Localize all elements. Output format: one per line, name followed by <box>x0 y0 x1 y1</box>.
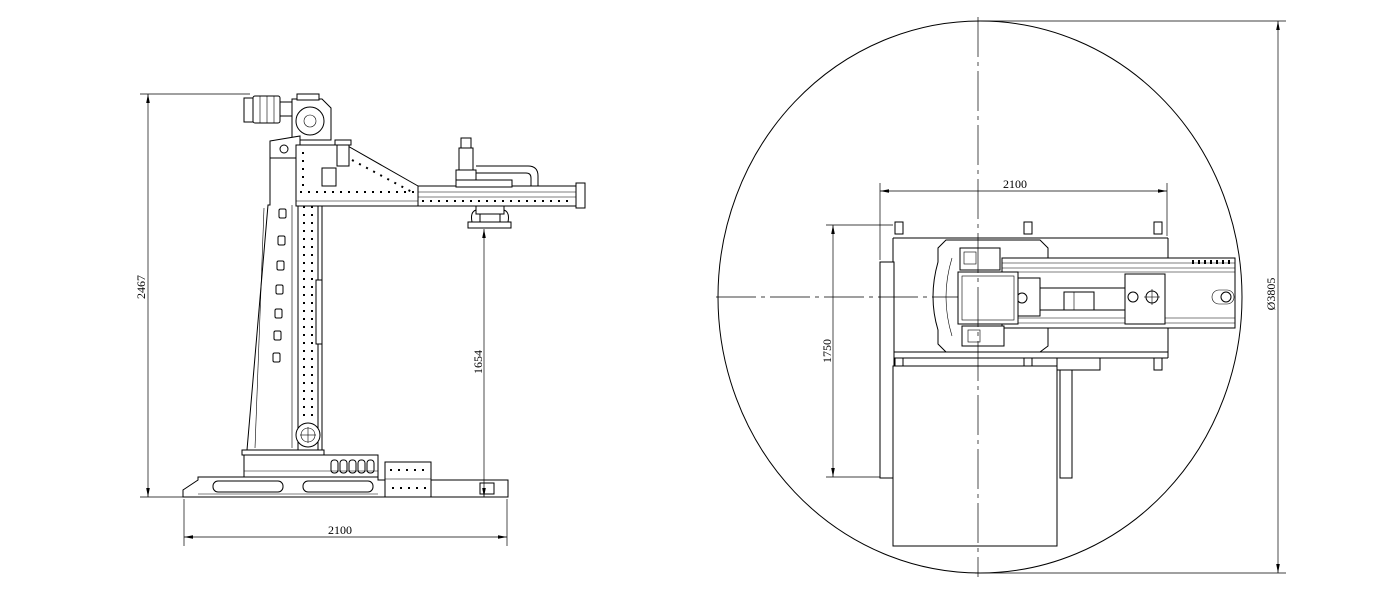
gripper-disc <box>467 221 512 229</box>
column-head-block <box>957 271 1019 325</box>
side-view: 2467 1654 2100 <box>134 93 586 546</box>
top-view-dimensions: 2100 1750 Ø3805 <box>820 20 1286 574</box>
arm-end-cap <box>575 182 586 209</box>
frame-side-bracket <box>1056 357 1101 371</box>
motor-end-flange <box>243 97 254 123</box>
column-head-inner <box>961 275 1015 321</box>
arm-end-pulley <box>1220 291 1232 303</box>
base-width-label: 2100 <box>328 523 352 537</box>
wrist-motor-base <box>455 169 477 182</box>
frame-tab <box>894 221 904 235</box>
column-hole <box>278 208 287 219</box>
top-view-rotation-motor <box>961 325 1005 347</box>
bracket-block <box>321 167 337 187</box>
vacuum-pipe-outer <box>476 165 539 186</box>
overall-height-label: 2467 <box>134 275 148 299</box>
wrist-motor-body <box>458 147 474 171</box>
column-hole <box>275 284 284 295</box>
base-anchor-block <box>479 482 495 495</box>
vacuum-pipe-inner <box>476 172 532 186</box>
top-view-centerlines <box>716 17 979 577</box>
turntable-top-plate <box>241 449 325 456</box>
turntable-slot <box>330 459 339 474</box>
gripper-hook <box>503 209 509 223</box>
lift-motor <box>243 93 332 159</box>
base-slot-left <box>212 480 284 493</box>
top-view-frame <box>879 221 1169 547</box>
arm-end-slot <box>1211 289 1235 305</box>
turntable-slot <box>348 459 357 474</box>
arm-carriage <box>455 179 513 188</box>
rotation-motor-flange <box>967 329 981 343</box>
top-view-lift-motor <box>959 247 1001 271</box>
gripper <box>467 205 512 229</box>
frame-lower-box <box>892 365 1058 547</box>
motor-coupling <box>279 101 293 117</box>
arm-carriage-plate <box>1124 273 1166 325</box>
turntable-slot <box>366 459 375 474</box>
frame-width-label: 2100 <box>1003 177 1027 191</box>
column-hole <box>273 330 282 341</box>
column-hole <box>277 235 286 246</box>
gearbox-output <box>295 106 325 136</box>
frame-side-post <box>1059 369 1073 479</box>
link-plate-pin <box>279 144 289 154</box>
column-inner-edge <box>254 207 265 449</box>
wrist-motor <box>455 137 539 188</box>
wrist-motor-cap <box>460 137 472 149</box>
motor-body <box>252 95 281 124</box>
arm-wrist-motor <box>1063 291 1095 311</box>
carriage-pulley <box>1127 291 1139 303</box>
frame-tab <box>1153 221 1163 235</box>
turntable-slot <box>357 459 366 474</box>
bracket-cylinder-cap <box>334 139 352 146</box>
frame-tab <box>1153 357 1163 371</box>
swing-diameter-label: Ø3805 <box>1264 278 1278 311</box>
bracket-cylinder <box>336 144 350 167</box>
gripper-mount <box>475 205 505 215</box>
frame-tab <box>1023 221 1033 235</box>
gripper-height-label: 1654 <box>471 350 485 374</box>
top-view-arm <box>1001 257 1236 329</box>
column-side-strip <box>315 279 323 345</box>
column-hole <box>272 352 281 363</box>
gearbox-top-cap <box>296 93 320 101</box>
turntable-slot <box>339 459 348 474</box>
control-box <box>384 461 432 498</box>
frame-depth-label: 1750 <box>820 339 834 363</box>
vertical-rail <box>297 199 319 451</box>
arm-beam <box>417 185 577 207</box>
gripper-hook <box>471 209 477 223</box>
bracket-plate <box>295 144 419 207</box>
column-hole <box>276 260 285 271</box>
gripper-neck <box>479 213 501 223</box>
turntable <box>241 449 379 478</box>
lift-motor-flange <box>963 251 977 265</box>
arm-bracket <box>295 139 419 207</box>
top-view-column-head <box>957 247 1019 347</box>
top-view: 2100 1750 Ø3805 <box>716 17 1286 577</box>
column-hole <box>274 308 283 319</box>
side-view-dimensions: 2467 1654 2100 <box>134 93 508 546</box>
gearbox-output-shaft <box>303 114 317 128</box>
base-slot-right <box>302 480 374 493</box>
bracket-holes-slope <box>351 159 413 193</box>
frame-left-bar <box>879 261 895 479</box>
